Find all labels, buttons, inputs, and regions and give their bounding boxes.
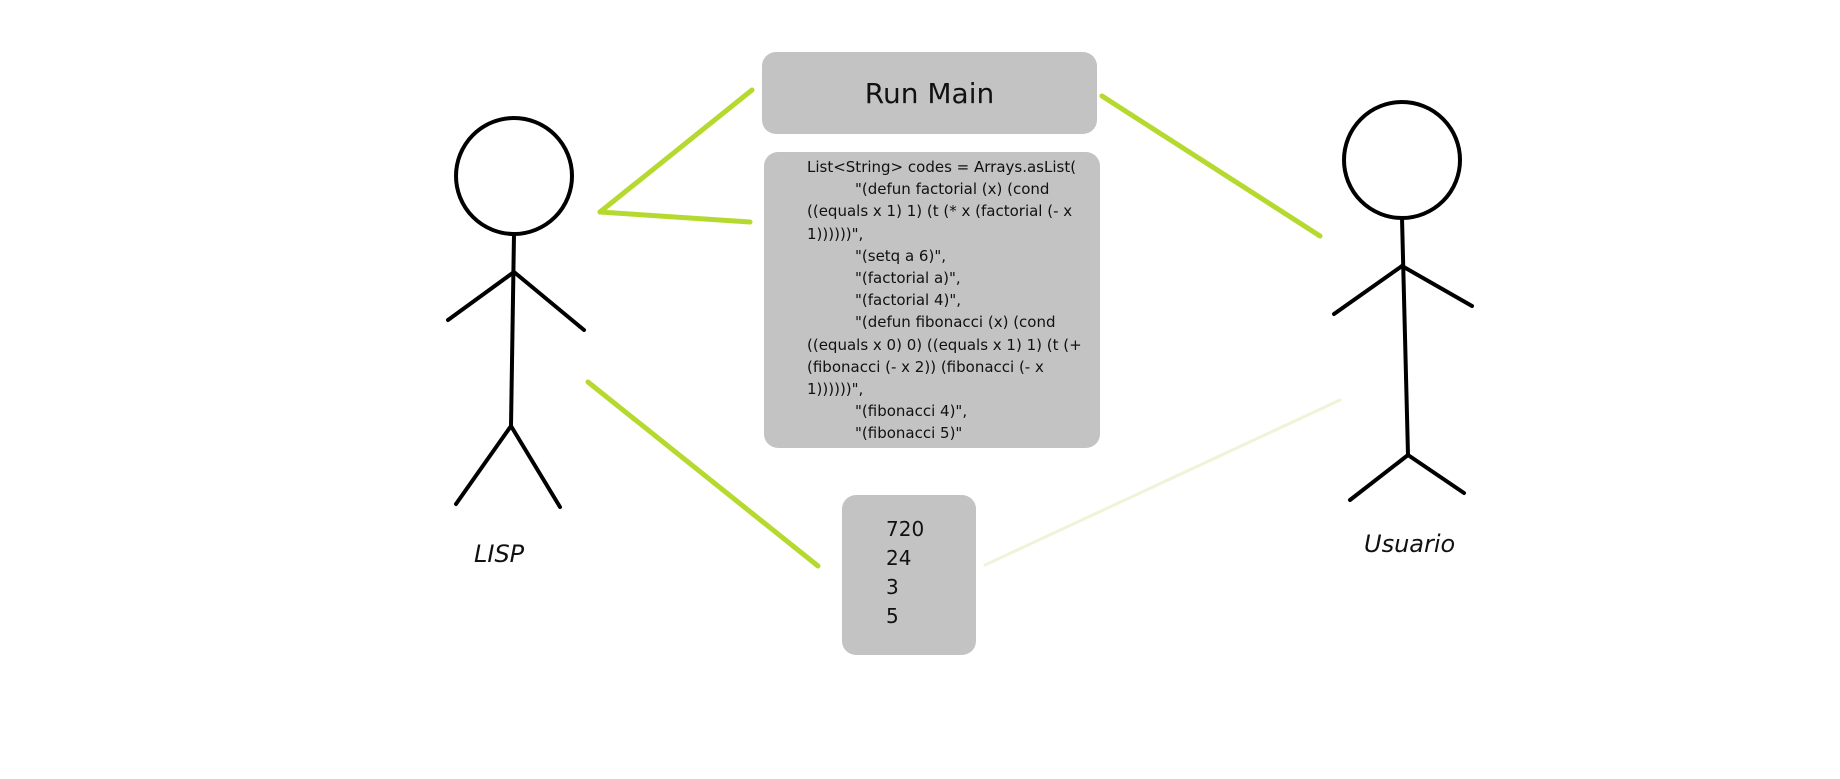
usuario-leg-right [1406,453,1466,495]
code-line: 1))))))", [807,380,864,399]
connector-run-main-to-usuario [1099,93,1323,239]
output-value: 3 [886,575,899,599]
code-line: "(fibonacci 4)", [855,402,968,421]
code-line: ((equals x 1) 1) (t (* x (factorial (- x [807,202,1073,221]
code-line: "(fibonacci 5)" [855,424,963,443]
usuario-head [1342,100,1462,220]
usuario-leg-left [1348,453,1410,502]
output-value: 24 [886,546,912,570]
code-line: "(defun fibonacci (x) (cond [855,313,1056,332]
code-header: List<String> codes = Arrays.asList( [807,158,1077,176]
output-value: 720 [886,517,925,541]
connector-usuario-to-output [983,398,1342,567]
actor-usuario-figure [1332,100,1474,502]
code-listing-box: List<String> codes = Arrays.asList( "(de… [764,152,1100,448]
lisp-head [454,116,574,236]
usuario-body [1400,216,1410,457]
connector-lisp-to-code [597,209,753,225]
connectors [585,87,1323,569]
lisp-arm-left [446,270,516,322]
output-value: 5 [886,604,899,628]
connector-lisp-to-output [585,379,821,569]
code-line: "(factorial 4)", [855,291,962,310]
output-box: 720 24 3 5 [842,495,976,655]
lisp-arm-right [512,270,586,332]
code-line: ((equals x 0) 0) ((equals x 1) 1) (t (+ [807,335,1082,354]
run-main-box: Run Main [762,52,1097,134]
lisp-leg-right [509,424,562,509]
lisp-leg-left [454,424,513,506]
code-line: "(setq a 6)", [855,246,946,265]
code-line: (fibonacci (- x 2)) (fibonacci (- x [807,357,1044,376]
actor-label-lisp: LISP [474,540,525,568]
usuario-arm-right [1400,264,1474,308]
code-line: "(factorial a)", [855,269,961,288]
actor-label-usuario: Usuario [1364,530,1456,558]
connector-run-main-to-lisp [597,87,755,215]
run-main-label: Run Main [864,76,995,110]
lisp-body [509,232,516,428]
usuario-arm-left [1332,264,1404,316]
code-line: 1))))))", [807,224,864,243]
code-line: "(defun factorial (x) (cond [855,180,1050,199]
actor-lisp-figure [446,116,586,509]
